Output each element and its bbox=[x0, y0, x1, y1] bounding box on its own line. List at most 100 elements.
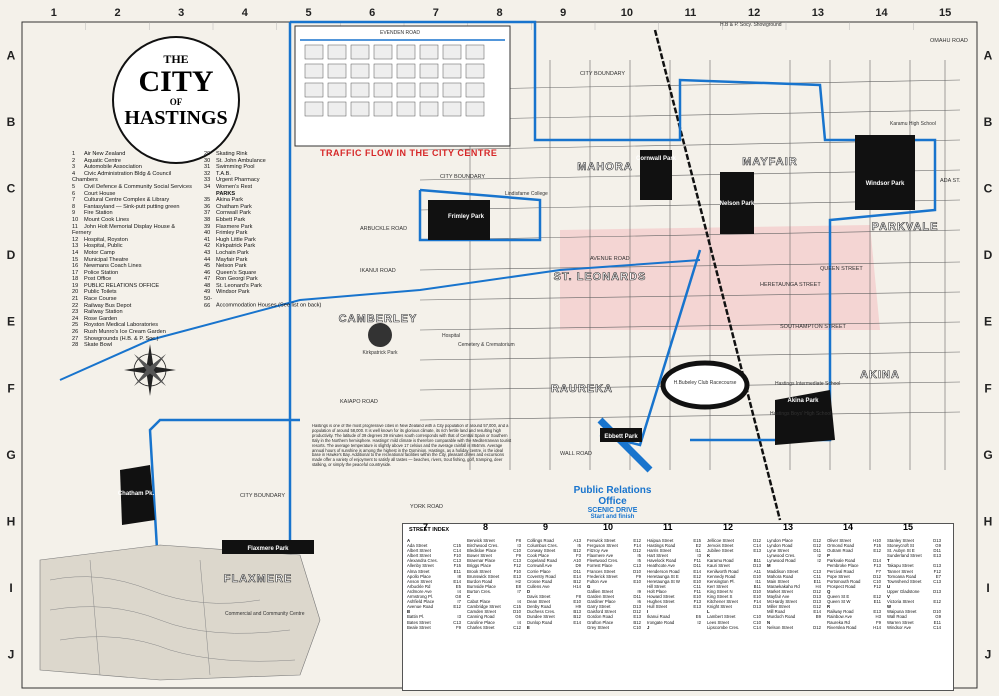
legend-item-text: Railway Station bbox=[84, 309, 123, 316]
street-name: Kensington Pl. bbox=[707, 578, 735, 584]
street-name: Hastings Road bbox=[647, 543, 676, 549]
street-name: Heretaunga St E bbox=[647, 573, 679, 579]
street-name: J bbox=[647, 624, 650, 630]
street-grid-ref: A11 bbox=[753, 568, 761, 574]
street-grid-ref: B12 bbox=[633, 619, 641, 625]
street-grid-ref: D13 bbox=[633, 604, 641, 610]
park-chatham[interactable] bbox=[120, 465, 155, 525]
street-name: Apollo Place bbox=[407, 573, 431, 579]
street-name: N bbox=[767, 619, 771, 625]
street-name: Forrest Place bbox=[587, 563, 613, 569]
pr-office-title: Public Relations Office bbox=[573, 485, 652, 507]
legend-item-number: 10 bbox=[72, 216, 79, 223]
legend-item-text: Fire Station bbox=[84, 210, 113, 217]
street-grid-ref: B9 bbox=[815, 614, 821, 620]
legend-item-number: 18 bbox=[72, 276, 79, 283]
park-ebbett[interactable] bbox=[600, 428, 642, 442]
legend-item-number: 1 bbox=[72, 151, 76, 157]
street-name: Braemar Place bbox=[467, 558, 496, 564]
street-name: King Street N bbox=[707, 588, 733, 594]
street-name: Corrie Place bbox=[527, 568, 551, 574]
street-grid-ref: F11 bbox=[693, 588, 701, 594]
street-grid-ref: E11 bbox=[933, 619, 941, 625]
street-grid-ref: D12 bbox=[633, 609, 641, 615]
street-name: Jervois Street bbox=[707, 543, 734, 549]
place-cemetery: Cemetery & Crematorium bbox=[458, 342, 515, 348]
street-name: Burton Cres. bbox=[467, 588, 492, 594]
street-name: Caroline Place bbox=[467, 619, 495, 625]
street-name: Gardiner Place bbox=[587, 599, 616, 605]
grid-column-label: 1 bbox=[51, 7, 57, 19]
pr-office-callout[interactable]: Public Relations Office SCENIC DRIVE Sta… bbox=[565, 485, 660, 520]
street-index-entry: Fleetwood Cres.I5 bbox=[587, 558, 641, 563]
legend-item-text: Kirkpatrick Park bbox=[216, 243, 256, 250]
street-city-boundary-1: CITY BOUNDARY bbox=[440, 174, 485, 180]
park-flaxmere[interactable] bbox=[222, 540, 314, 554]
street-grid-ref: I2 bbox=[697, 619, 701, 625]
legend-item-number: 47 bbox=[204, 276, 211, 283]
street-grid-ref: A10 bbox=[573, 558, 581, 564]
street-grid-ref: I3 bbox=[517, 543, 521, 549]
park-cornwall[interactable] bbox=[640, 150, 672, 200]
grid-row-label-left: E bbox=[7, 315, 15, 329]
street-name: Ormond Road bbox=[827, 543, 854, 549]
street-grid-ref: F10 bbox=[513, 568, 521, 574]
park-akina-label: Akina Park bbox=[787, 398, 819, 404]
park-akina[interactable] bbox=[775, 390, 835, 445]
area-raureka: RAUREKA bbox=[551, 383, 613, 395]
street-name: Grafton Place bbox=[587, 619, 614, 625]
legend-item-text: PARKS bbox=[216, 190, 236, 197]
legend-item-number: 42 bbox=[204, 243, 211, 250]
park-frimley[interactable] bbox=[428, 200, 490, 240]
legend-item-text: Rose Garden bbox=[84, 315, 118, 322]
place-intermediate: Hastings Intermediate School bbox=[775, 381, 840, 387]
compass-rose-icon bbox=[124, 344, 176, 396]
legend-item-number: 43 bbox=[204, 249, 211, 256]
street-name: L bbox=[707, 609, 710, 615]
street-name: Conway Street bbox=[527, 548, 556, 554]
inset-road-top: EVENDEN ROAD bbox=[380, 30, 420, 36]
street-grid-ref: I8 bbox=[457, 573, 461, 579]
legend-item-text: Hugh Little Park bbox=[216, 236, 256, 243]
legend-item-number: 36 bbox=[204, 203, 211, 210]
park-kirkpatrick[interactable] bbox=[368, 323, 392, 347]
street-name: V bbox=[887, 594, 890, 600]
park-windsor[interactable] bbox=[855, 135, 915, 210]
street-grid-ref: D11 bbox=[693, 563, 701, 569]
park-nelson[interactable] bbox=[720, 172, 754, 234]
street-name: R bbox=[827, 604, 831, 610]
street-grid-ref: H2 bbox=[515, 578, 522, 584]
street-grid-ref: G9 bbox=[935, 543, 941, 549]
street-grid-ref: I2 bbox=[817, 558, 821, 564]
street-grid-ref: H14 bbox=[873, 624, 881, 630]
grid-row-label-left: B bbox=[7, 115, 16, 129]
street-name: Burnside Place bbox=[467, 583, 496, 589]
street-grid-ref: G12 bbox=[812, 604, 821, 610]
street-grid-ref: I11 bbox=[695, 548, 701, 554]
legend-item-number: 40 bbox=[204, 230, 211, 237]
street-grid-ref: C10 bbox=[753, 619, 761, 625]
index-column-number: 10 bbox=[603, 522, 614, 532]
